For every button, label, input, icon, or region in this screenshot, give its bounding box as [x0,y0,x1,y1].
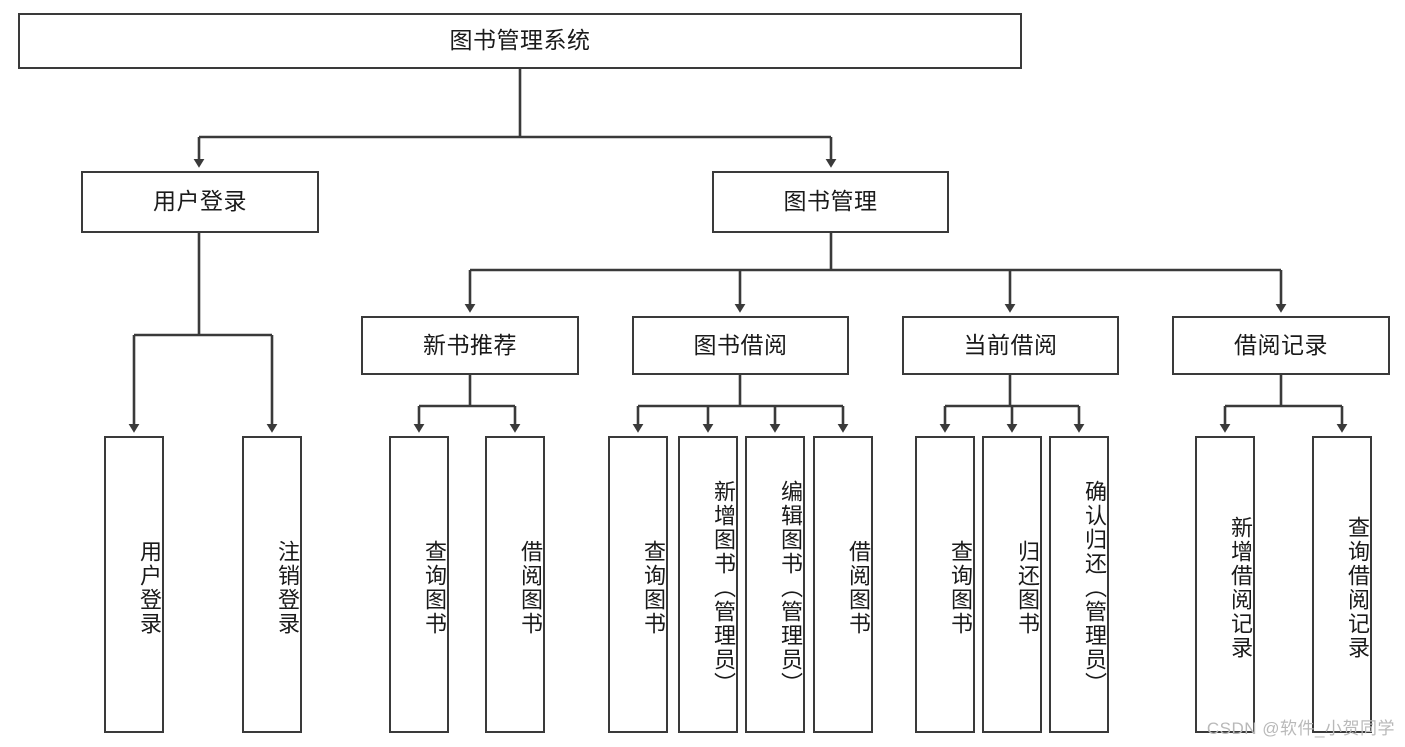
node-leaf-query-book-1-label: 查询图书 [422,539,447,636]
node-leaf-borrow-book-1[interactable]: 借阅图书 [485,436,545,733]
node-leaf-edit-book[interactable]: 编辑图书（管理员） [745,436,805,733]
node-borrow-record[interactable]: 借阅记录 [1172,316,1390,375]
node-leaf-add-book[interactable]: 新增图书（管理员） [678,436,738,733]
node-book-borrow[interactable]: 图书借阅 [632,316,849,375]
node-book-borrow-label: 图书借阅 [693,331,788,358]
node-leaf-query-record[interactable]: 查询借阅记录 [1312,436,1372,733]
node-leaf-add-book-label: 新增图书（管理员） [711,479,736,696]
node-new-book-rec-label: 新书推荐 [423,331,517,358]
node-leaf-confirm-return[interactable]: 确认归还（管理员） [1049,436,1109,733]
node-leaf-borrow-book-2[interactable]: 借阅图书 [813,436,873,733]
node-root[interactable]: 图书管理系统 [18,13,1022,69]
node-leaf-return-book-label: 归还图书 [1015,539,1040,636]
node-leaf-query-book-3-label: 查询图书 [948,539,973,636]
node-root-label: 图书管理系统 [449,27,591,54]
node-leaf-user-login-label: 用户登录 [137,539,162,636]
node-leaf-query-record-label: 查询借阅记录 [1345,515,1370,660]
node-leaf-query-book-2-label: 查询图书 [641,539,666,636]
node-leaf-borrow-book-1-label: 借阅图书 [518,539,543,636]
node-book-manage-label: 图书管理 [783,188,878,215]
node-leaf-query-book-2[interactable]: 查询图书 [608,436,668,733]
node-user-login[interactable]: 用户登录 [81,171,319,233]
node-leaf-borrow-book-2-label: 借阅图书 [846,539,871,636]
node-leaf-return-book[interactable]: 归还图书 [982,436,1042,733]
node-current-borrow[interactable]: 当前借阅 [902,316,1119,375]
node-leaf-query-book-1[interactable]: 查询图书 [389,436,449,733]
node-borrow-record-label: 借阅记录 [1234,331,1328,358]
node-user-login-label: 用户登录 [153,188,247,215]
node-leaf-query-book-3[interactable]: 查询图书 [915,436,975,733]
node-leaf-logout[interactable]: 注销登录 [242,436,302,733]
node-current-borrow-label: 当前借阅 [963,331,1058,358]
node-leaf-confirm-return-label: 确认归还（管理员） [1082,479,1107,696]
node-book-manage[interactable]: 图书管理 [712,171,949,233]
node-leaf-logout-label: 注销登录 [275,539,300,636]
node-leaf-edit-book-label: 编辑图书（管理员） [778,479,803,696]
node-leaf-add-record-label: 新增借阅记录 [1228,515,1253,660]
watermark-text: CSDN @软件_小贺同学 [1206,719,1395,738]
node-leaf-user-login[interactable]: 用户登录 [104,436,164,733]
node-new-book-rec[interactable]: 新书推荐 [361,316,579,375]
node-leaf-add-record[interactable]: 新增借阅记录 [1195,436,1255,733]
